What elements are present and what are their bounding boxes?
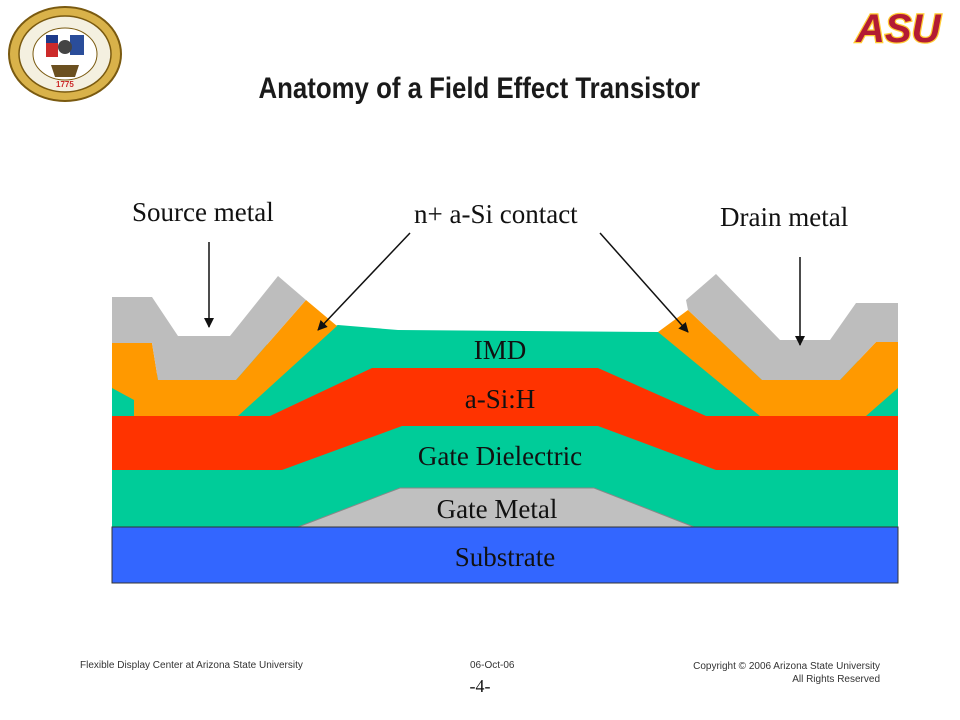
source-contact-layer	[112, 300, 337, 416]
footer-organization: Flexible Display Center at Arizona State…	[80, 660, 303, 671]
slide-title: Anatomy of a Field Effect Transistor	[258, 72, 701, 105]
drain-contact-layer	[658, 310, 898, 416]
contact-annotation: n+ a-Si contact	[414, 199, 578, 229]
gate-metal-label: Gate Metal	[437, 494, 558, 524]
footer-copyright: Copyright © 2006 Arizona State Universit…	[693, 661, 880, 672]
army-seal-logo: 1775	[8, 6, 122, 102]
gate-dielectric-label: Gate Dielectric	[418, 441, 582, 471]
source-contact-arrow	[317, 232, 411, 331]
footer-date: 06-Oct-06	[470, 660, 515, 671]
substrate-label: Substrate	[455, 542, 556, 572]
drain-metal-layer	[686, 274, 898, 380]
asi-layer	[112, 368, 898, 470]
asu-logo: ASU	[854, 6, 943, 50]
asi-label: a-Si:H	[465, 384, 536, 414]
asu-logo-text: ASU	[855, 7, 942, 50]
page-number: -4-	[469, 676, 491, 696]
substrate-layer	[111, 526, 899, 584]
drain-metal-annotation: Drain metal	[720, 202, 848, 232]
imd-label: IMD	[474, 335, 527, 365]
footer-copyright-block: Copyright © 2006 Arizona State Universit…	[693, 660, 880, 686]
footer-rights: All Rights Reserved	[792, 674, 880, 685]
seal-year: 1775	[56, 80, 74, 89]
source-metal-layer	[112, 276, 306, 380]
drain-contact-arrow	[599, 232, 689, 333]
source-metal-annotation: Source metal	[132, 197, 274, 227]
